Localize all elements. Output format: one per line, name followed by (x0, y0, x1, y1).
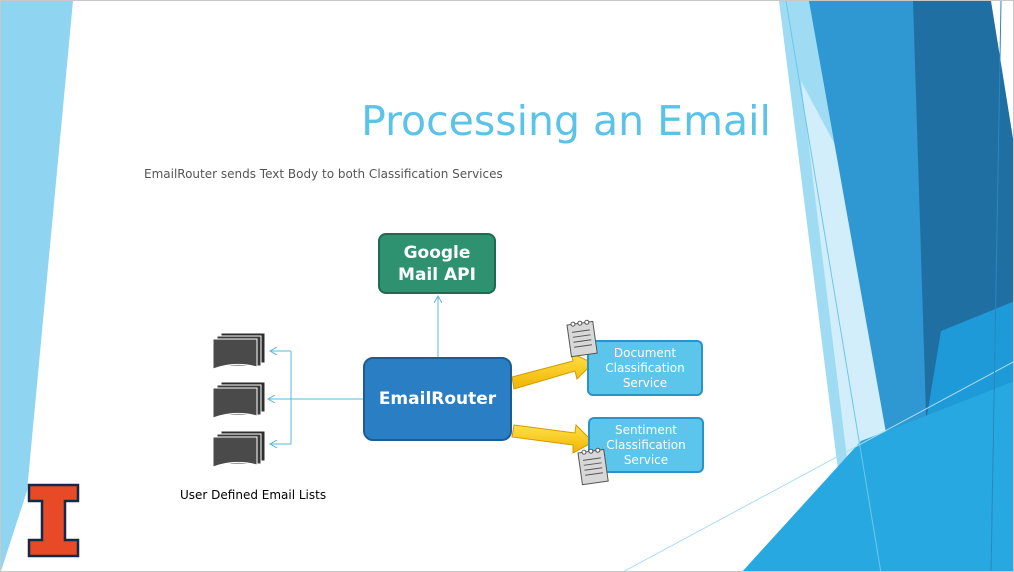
thin-line-b (623, 361, 1013, 571)
email-router-box: EmailRouter (363, 357, 512, 441)
router-to-sentiment-arrow (511, 423, 594, 454)
document-classification-service-box: Document Classification Service (587, 340, 703, 396)
slide-subtitle: EmailRouter sends Text Body to both Clas… (144, 167, 503, 181)
email-list-stack-icon (212, 430, 266, 468)
document-icon (566, 319, 598, 358)
thin-line-c (990, 1, 1002, 571)
google-mail-api-box: Google Mail API (378, 233, 496, 294)
document-icon (577, 447, 609, 486)
email-list-stack-icon (212, 381, 266, 419)
email-lists-label: User Defined Email Lists (180, 488, 327, 502)
bottom-accent-shape (742, 381, 1013, 571)
slide-title: Processing an Email (361, 97, 771, 145)
sentiment-classification-service-box: Sentiment Classification Service (588, 417, 704, 473)
email-list-stack-icon (212, 332, 266, 370)
router-to-document-arrow (511, 352, 594, 390)
left-accent-shape (1, 1, 73, 571)
thin-line-a (785, 1, 882, 571)
